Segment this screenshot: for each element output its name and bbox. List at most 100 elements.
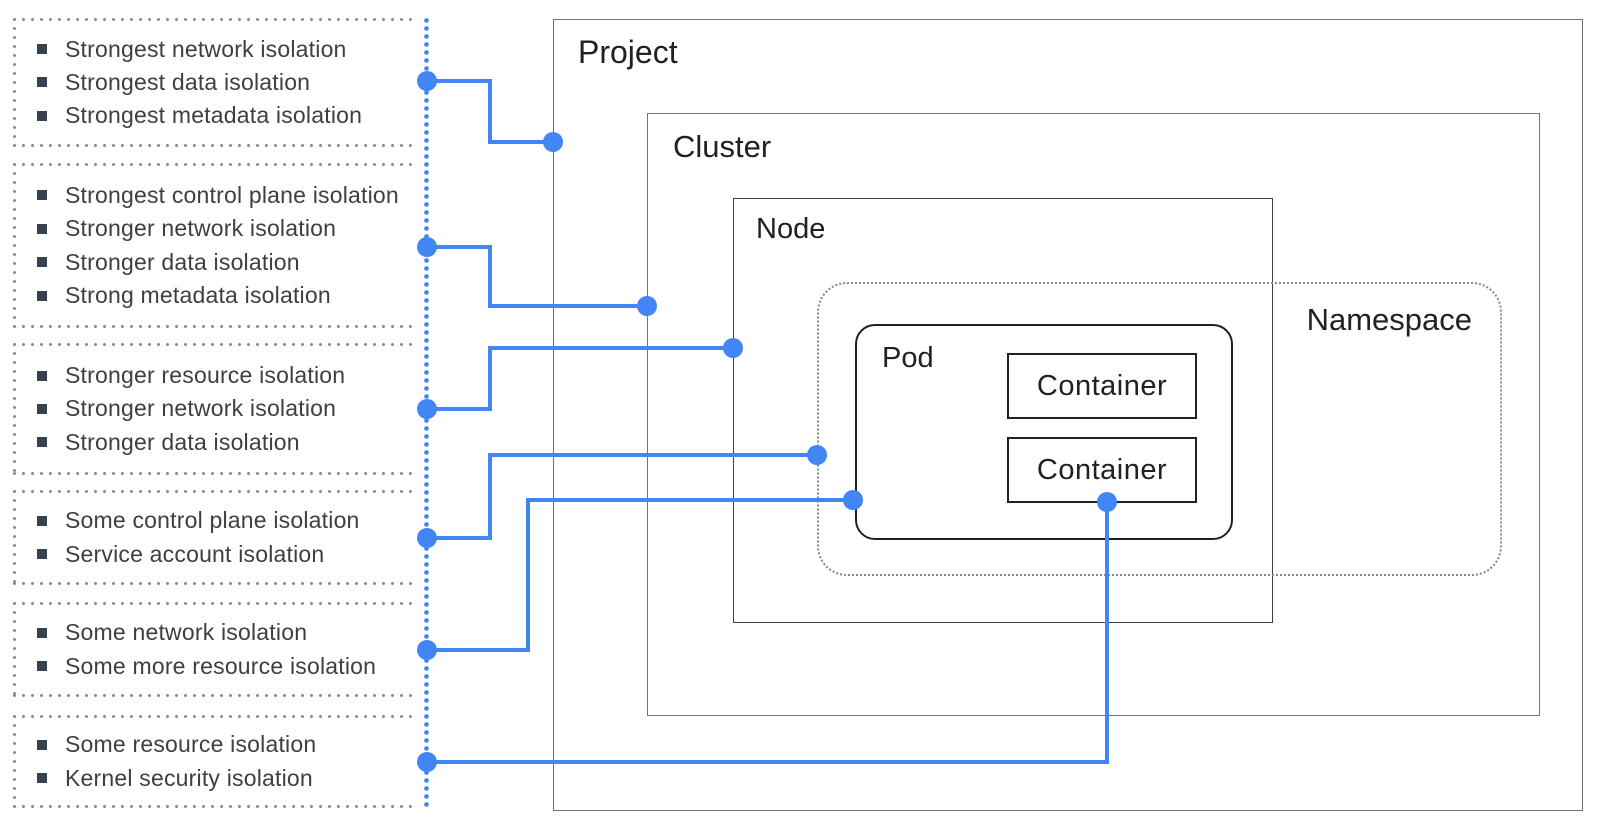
square-bullet-icon bbox=[37, 290, 47, 301]
square-bullet-icon bbox=[37, 77, 47, 88]
dotted-border-top bbox=[13, 163, 414, 166]
dotted-border-bottom bbox=[13, 582, 414, 585]
connection-dot bbox=[843, 490, 863, 510]
connection-dot bbox=[417, 399, 437, 419]
connector-container-line bbox=[1105, 500, 1109, 764]
container-box-1: Container bbox=[1007, 353, 1197, 419]
list-item-label: Stronger resource isolation bbox=[65, 362, 346, 389]
list-item: Strongest data isolation bbox=[13, 66, 420, 99]
list-item: Stronger data isolation bbox=[13, 246, 420, 279]
square-bullet-icon bbox=[37, 773, 47, 784]
list-item: Stronger data isolation bbox=[13, 426, 420, 459]
pod-label: Pod bbox=[882, 342, 934, 374]
square-bullet-icon bbox=[37, 515, 47, 526]
list-item: Kernel security isolation bbox=[13, 762, 420, 795]
dotted-border-left bbox=[13, 602, 16, 697]
list-item-label: Stronger network isolation bbox=[65, 395, 337, 422]
connector-pod-line bbox=[526, 498, 855, 502]
connector-cluster-line bbox=[488, 304, 647, 308]
namespace-label: Namespace bbox=[1306, 302, 1472, 337]
list-item-label: Kernel security isolation bbox=[65, 764, 313, 791]
isolation-group-project: Strongest network isolation Strongest da… bbox=[13, 18, 420, 147]
connector-namespace-line bbox=[427, 536, 490, 540]
list-item: Some more resource isolation bbox=[13, 650, 420, 683]
connector-pod-line bbox=[526, 498, 530, 652]
cluster-box: Cluster bbox=[647, 113, 1540, 716]
connector-project-line bbox=[427, 79, 490, 83]
connection-dot bbox=[807, 445, 827, 465]
dotted-border-bottom bbox=[13, 144, 414, 147]
container-label: Container bbox=[1036, 453, 1168, 486]
square-bullet-icon bbox=[37, 190, 47, 201]
dotted-border-top bbox=[13, 602, 414, 605]
square-bullet-icon bbox=[37, 44, 47, 55]
connector-project-line bbox=[488, 140, 553, 144]
connection-dot bbox=[417, 237, 437, 257]
list-item-label: Some control plane isolation bbox=[65, 507, 360, 534]
list-item-label: Strong metadata isolation bbox=[65, 282, 331, 309]
dotted-border-left bbox=[13, 715, 16, 808]
dotted-border-top bbox=[13, 343, 414, 346]
connection-dot bbox=[417, 752, 437, 772]
square-bullet-icon bbox=[37, 257, 47, 268]
dotted-border-top bbox=[13, 715, 414, 718]
connection-dot bbox=[637, 296, 657, 316]
connection-dot bbox=[417, 528, 437, 548]
list-item-label: Some more resource isolation bbox=[65, 652, 377, 679]
connector-pod-line bbox=[427, 648, 528, 652]
isolation-group-namespace: Some control plane isolation Service acc… bbox=[13, 490, 420, 585]
list-item: Strongest control plane isolation bbox=[13, 179, 420, 212]
list-item: Some network isolation bbox=[13, 616, 420, 649]
list-item-label: Strongest network isolation bbox=[65, 35, 347, 62]
project-box: Project bbox=[553, 19, 1583, 811]
dotted-border-top bbox=[13, 490, 414, 493]
connection-dot bbox=[1097, 492, 1117, 512]
pod-box: Pod bbox=[855, 324, 1233, 540]
connector-node-line bbox=[488, 346, 733, 350]
list-item: Some control plane isolation bbox=[13, 504, 420, 537]
list-item-label: Stronger network isolation bbox=[65, 215, 337, 242]
dotted-border-bottom bbox=[13, 805, 414, 808]
square-bullet-icon bbox=[37, 661, 47, 672]
connector-container-line bbox=[427, 760, 1109, 764]
dotted-border-bottom bbox=[13, 694, 414, 697]
dotted-border-bottom bbox=[13, 325, 414, 328]
list-item: Stronger resource isolation bbox=[13, 359, 420, 392]
connection-dot bbox=[543, 132, 563, 152]
dotted-border-left bbox=[13, 18, 16, 147]
list-item: Strongest metadata isolation bbox=[13, 99, 420, 132]
isolation-group-cluster: Strongest control plane isolation Strong… bbox=[13, 163, 420, 328]
dotted-border-bottom bbox=[13, 472, 414, 475]
list-item: Service account isolation bbox=[13, 538, 420, 571]
node-box: Node bbox=[733, 198, 1273, 623]
dotted-border-left bbox=[13, 343, 16, 475]
square-bullet-icon bbox=[37, 437, 47, 448]
connector-namespace-line bbox=[488, 453, 492, 540]
list-item-label: Stronger data isolation bbox=[65, 248, 300, 275]
list-item: Stronger network isolation bbox=[13, 212, 420, 245]
connector-cluster-line bbox=[427, 245, 490, 249]
list-item: Stronger network isolation bbox=[13, 392, 420, 425]
square-bullet-icon bbox=[37, 549, 47, 560]
list-item-label: Some resource isolation bbox=[65, 731, 317, 758]
list-item: Strong metadata isolation bbox=[13, 279, 420, 312]
connection-dot bbox=[417, 71, 437, 91]
square-bullet-icon bbox=[37, 110, 47, 121]
square-bullet-icon bbox=[37, 403, 47, 414]
list-item-label: Stronger data isolation bbox=[65, 428, 300, 455]
connector-cluster-line bbox=[488, 245, 492, 308]
list-item-label: Service account isolation bbox=[65, 540, 325, 567]
project-label: Project bbox=[578, 34, 678, 70]
list-item-label: Strongest data isolation bbox=[65, 68, 311, 95]
list-item-label: Strongest control plane isolation bbox=[65, 181, 399, 208]
cluster-label: Cluster bbox=[673, 129, 772, 164]
square-bullet-icon bbox=[37, 370, 47, 381]
connector-namespace-line bbox=[488, 453, 817, 457]
dotted-border-left bbox=[13, 163, 16, 328]
square-bullet-icon bbox=[37, 223, 47, 234]
container-label: Container bbox=[1036, 369, 1168, 402]
list-item-label: Strongest metadata isolation bbox=[65, 102, 363, 129]
connector-node-line bbox=[427, 407, 490, 411]
dotted-border-left bbox=[13, 490, 16, 585]
